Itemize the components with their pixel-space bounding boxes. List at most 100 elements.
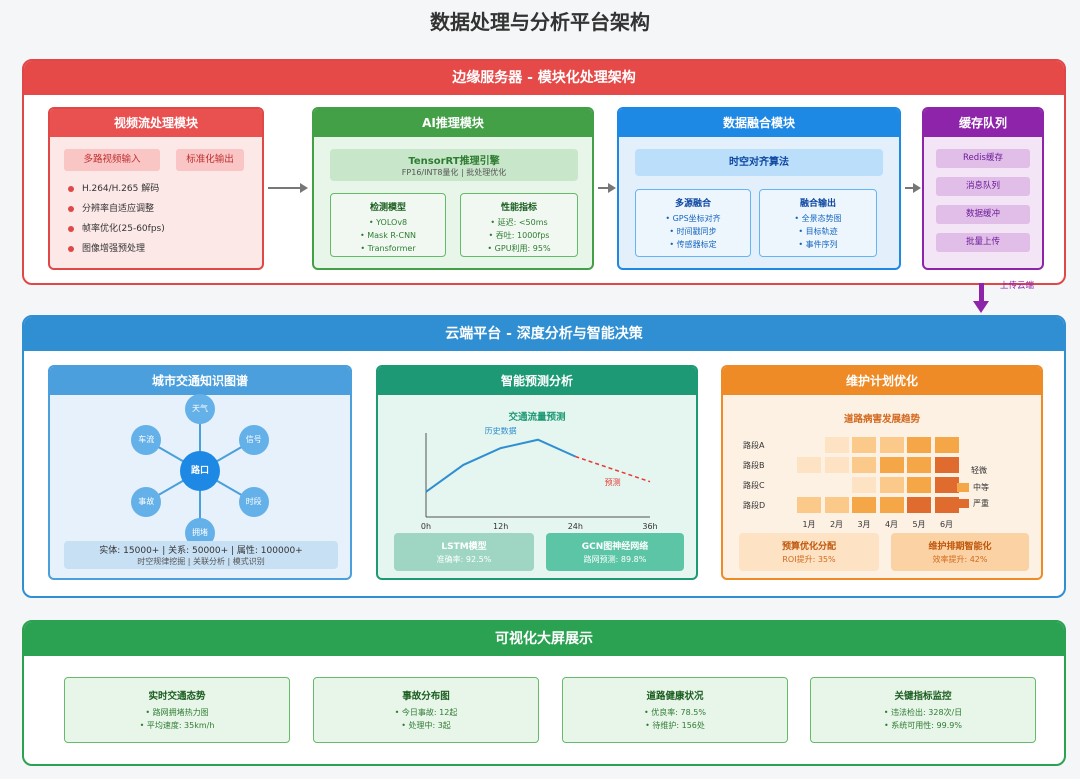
engine-title: TensorRT推理引擎: [408, 156, 500, 167]
heatmap-cell: [934, 437, 959, 453]
legend-label: 中等: [973, 483, 989, 492]
card-title: 事故分布图: [402, 691, 450, 702]
cloud-platform-section: 云端平台 - 深度分析与智能决策 城市交通知识图谱 天气信号时段拥堵事故车流路口…: [22, 315, 1066, 598]
maintenance-module-title: 维护计划优化: [723, 367, 1041, 395]
heatmap-cell: [852, 437, 876, 453]
tensorrt-engine-box: TensorRT推理引擎 FP16/INT8量化 | 批处理优化: [330, 149, 578, 181]
kg-stats-box: 实体: 15000+ | 关系: 50000+ | 属性: 100000+ 时空…: [64, 541, 338, 569]
history-series-label: 历史数据: [485, 427, 517, 436]
list-item: • 系统可用性: 99.9%: [884, 721, 962, 730]
schedule-efficiency: 效率提升: 42%: [932, 555, 988, 564]
ai-inference-module: AI推理模块 TensorRT推理引擎 FP16/INT8量化 | 批处理优化 …: [312, 107, 594, 270]
list-item: • 全景态势图: [794, 214, 842, 223]
fusion-module-title: 数据融合模块: [619, 109, 899, 137]
kg-stats-line2: 时空规律挖掘 | 关联分析 | 模式识别: [137, 557, 265, 566]
heatmap-cell: [824, 497, 849, 513]
lstm-accuracy: 准确率: 92.5%: [436, 555, 492, 564]
heatmap-row-label: 路段B: [743, 461, 765, 470]
heatmap-row-label: 路段D: [743, 501, 766, 510]
road-damage-chart-title: 道路病害发展趋势: [843, 414, 920, 425]
heatmap-cell: [852, 457, 876, 473]
heatmap-cell: [797, 437, 821, 453]
heatmap-cell: [907, 477, 931, 493]
forecast-series-label: 预测: [605, 477, 621, 487]
history-series-line: [425, 438, 576, 493]
edge-section-header: 边缘服务器 - 模块化处理架构: [24, 61, 1064, 95]
heatmap-cell: [824, 437, 849, 453]
list-item: • 目标轨迹: [798, 227, 838, 236]
list-item: • 延迟: <50ms: [490, 218, 548, 227]
list-item: • 违法检出: 328次/日: [883, 708, 963, 717]
heatmap-cell: [852, 497, 876, 513]
list-item: • 吞吐: 1000fps: [488, 231, 550, 240]
list-item: • YOLOv8: [368, 218, 408, 227]
accident-distribution-card: 事故分布图 • 今日事故: 12起 • 处理中: 3起: [313, 677, 539, 743]
lstm-model-box: LSTM模型 准确率: 92.5%: [394, 533, 534, 571]
performance-title: 性能指标: [500, 203, 537, 213]
list-item: • 平均速度: 35km/h: [139, 721, 215, 730]
heatmap-cell: [879, 477, 904, 493]
card-title: 道路健康状况: [646, 691, 704, 702]
heatmap-cell: [907, 457, 931, 473]
heatmap-cell: [879, 457, 904, 473]
legend-label: 严重: [973, 499, 989, 508]
heatmap-cell: [879, 437, 904, 453]
list-item: 分辨率自适应调整: [68, 199, 165, 219]
video-stream-module: 视频流处理模块 多路视频输入 标准化输出 H.264/H.265 解码 分辨率自…: [48, 107, 264, 270]
kg-node: 事故: [131, 487, 162, 517]
heatmap-cell: [852, 477, 876, 493]
flow-arrow: [268, 183, 308, 193]
cache-item-redis: Redis缓存: [936, 149, 1030, 168]
list-item: • 传感器标定: [669, 240, 717, 249]
ai-module-title: AI推理模块: [314, 109, 592, 137]
heatmap-column-label: 2月: [829, 520, 844, 529]
visualization-screen-section: 可视化大屏展示 实时交通态势 • 路网拥堵热力图 • 平均速度: 35km/h …: [22, 620, 1066, 766]
budget-roi: ROI提升: 35%: [782, 555, 836, 564]
heatmap-cell: [907, 497, 931, 513]
upload-label: 上传云端: [1000, 281, 1035, 291]
cache-item-message-queue: 消息队列: [936, 177, 1030, 196]
list-item: 帧率优化(25-60fps): [68, 219, 165, 239]
schedule-optimization-box: 维护排期智能化 效率提升: 42%: [891, 533, 1029, 571]
heatmap-cell: [907, 437, 931, 453]
heatmap-column-label: 3月: [857, 520, 871, 529]
performance-metrics-box: 性能指标 • 延迟: <50ms • 吞吐: 1000fps • GPU利用: …: [460, 193, 578, 257]
multi-source-title: 多源融合: [674, 199, 711, 209]
flow-arrow: [905, 183, 921, 193]
video-module-title: 视频流处理模块: [50, 109, 262, 137]
detection-model-title: 检测模型: [369, 203, 406, 213]
upload-arrow: [973, 283, 989, 313]
kg-stats-line1: 实体: 15000+ | 关系: 50000+ | 属性: 100000+: [99, 546, 303, 556]
heatmap-cell: [934, 457, 959, 473]
list-item: 图像增强预处理: [68, 239, 165, 259]
x-tick-label: 12h: [493, 522, 508, 531]
cache-module-title: 缓存队列: [924, 109, 1042, 137]
screen-section-header: 可视化大屏展示: [24, 622, 1064, 656]
key-metrics-card: 关键指标监控 • 违法检出: 328次/日 • 系统可用性: 99.9%: [810, 677, 1036, 743]
heatmap-row-label: 路段C: [743, 481, 765, 490]
traffic-forecast-chart-title: 交通流量预测: [508, 412, 566, 423]
list-item: • 路网拥堵热力图: [145, 708, 209, 717]
heatmap-cell: [879, 497, 904, 513]
list-item: • GPU利用: 95%: [487, 244, 551, 253]
kg-node: 天气: [185, 394, 215, 424]
spatiotemporal-algo-box: 时空对齐算法: [635, 149, 883, 176]
heatmap-column-label: 5月: [912, 520, 926, 529]
forecast-series-line: [575, 455, 651, 483]
list-item: • 优良率: 78.5%: [644, 708, 706, 717]
page-title: 数据处理与分析平台架构: [430, 10, 650, 34]
gcn-accuracy: 路网预测: 89.8%: [583, 555, 647, 564]
multi-source-fusion-box: 多源融合 • GPS坐标对齐 • 时间戳同步 • 传感器标定: [635, 189, 751, 257]
multi-video-input-pill: 多路视频输入: [64, 149, 160, 171]
cache-item-batch-upload: 批量上传: [936, 233, 1030, 252]
kg-node: 车流: [131, 425, 162, 455]
edge-server-section: 边缘服务器 - 模块化处理架构 视频流处理模块 多路视频输入 标准化输出 H.2…: [22, 59, 1066, 285]
gcn-title: GCN图神经网络: [581, 542, 649, 552]
budget-title: 预算优化分配: [781, 542, 836, 552]
heatmap-cell: [934, 477, 959, 493]
x-tick-label: 24h: [568, 522, 583, 531]
